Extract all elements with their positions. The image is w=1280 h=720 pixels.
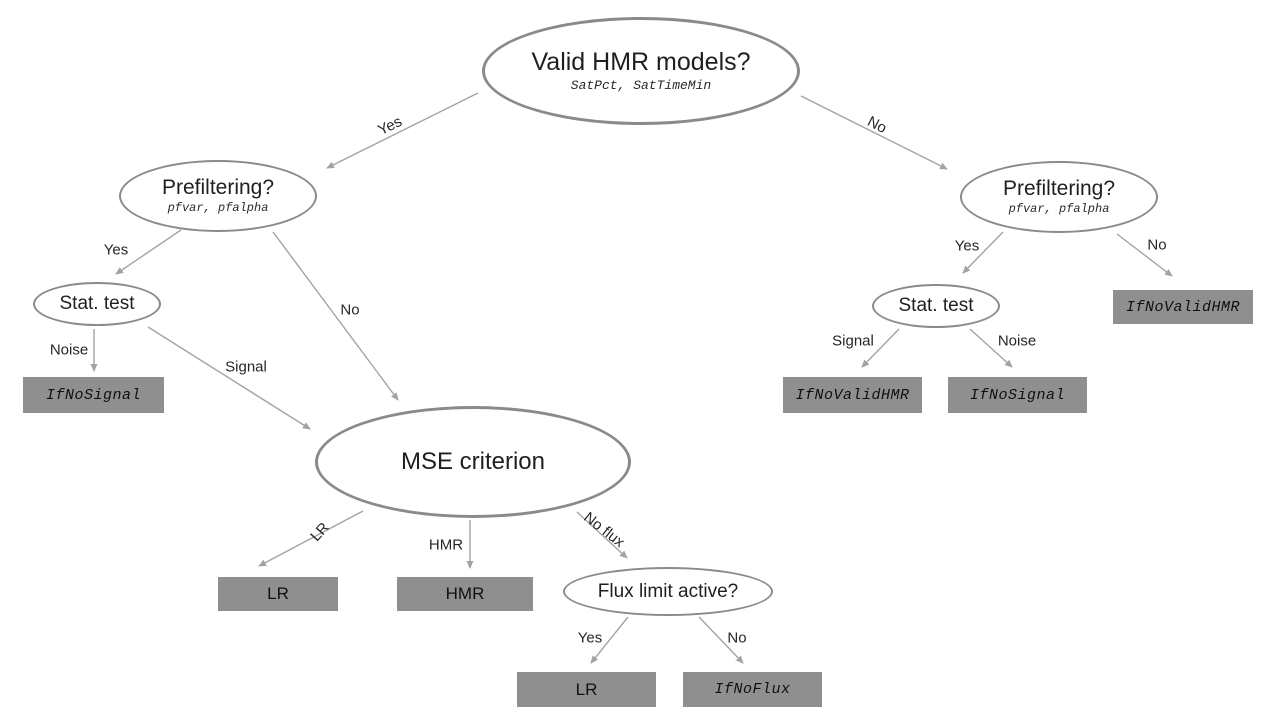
node-prefiltering-left: Prefiltering? pfvar, pfalpha [119,160,317,232]
result-box-hmr-mid: HMR [397,577,533,611]
edge-prefilter-left-no [272,231,399,401]
edge-label-stat-right-signal: Signal [832,332,874,350]
result-box-lr-bottom: LR [517,672,656,707]
node-valid-hmr-models: Valid HMR models? SatPct, SatTimeMin [482,17,800,125]
node-parameters: SatPct, SatTimeMin [570,77,712,93]
edge-label-root-no: No [864,113,890,137]
edge-label-stat-left-noise: Noise [49,341,89,359]
edge-label-stat-right-noise: Noise [997,332,1037,350]
node-title: Flux limit active? [597,580,739,602]
node-prefiltering-right: Prefiltering? pfvar, pfalpha [960,161,1158,233]
node-parameters: pfvar, pfalpha [1008,202,1110,217]
node-title: Stat. test [898,295,974,317]
result-box-ifnosignal-right: IfNoSignal [948,377,1087,413]
node-stat-test-left: Stat. test [33,282,161,326]
result-box-ifnovalidhmr-top: IfNoValidHMR [1113,290,1253,324]
edge-label-pf-left-yes: Yes [103,241,129,259]
edge-label-pf-right-no: No [1147,236,1167,254]
node-title: MSE criterion [400,448,546,476]
node-title: Valid HMR models? [531,48,751,77]
result-box-ifnosignal-left: IfNoSignal [23,377,164,413]
node-stat-test-right: Stat. test [872,284,1000,328]
edge-label-flux-no: No [727,629,747,647]
result-box-ifnovalidhmr-bottom: IfNoValidHMR [783,377,922,413]
node-title: Prefiltering? [1002,176,1116,200]
node-parameters: pfvar, pfalpha [167,201,269,216]
edge-label-pf-right-yes: Yes [954,237,980,255]
edge-label-mse-hmr: HMR [428,536,464,554]
node-title: Stat. test [59,293,135,315]
edge-label-pf-left-no: No [340,301,360,319]
edge-label-stat-left-signal: Signal [225,358,267,376]
node-mse-criterion: MSE criterion [315,406,631,518]
edge-label-mse-lr: LR [307,519,333,545]
node-title: Prefiltering? [161,175,275,199]
edge-label-flux-yes: Yes [577,629,603,647]
edge-mse-lr [258,510,364,567]
edge-stat-left-signal [147,326,311,430]
edge-label-root-yes: Yes [375,112,405,140]
result-box-lr-mid: LR [218,577,338,611]
node-flux-limit-active: Flux limit active? [563,567,773,616]
edge-root-to-prefilter-left [326,92,479,169]
edge-label-mse-noflux: No flux [580,508,628,552]
result-box-ifnoflux: IfNoFlux [683,672,822,707]
